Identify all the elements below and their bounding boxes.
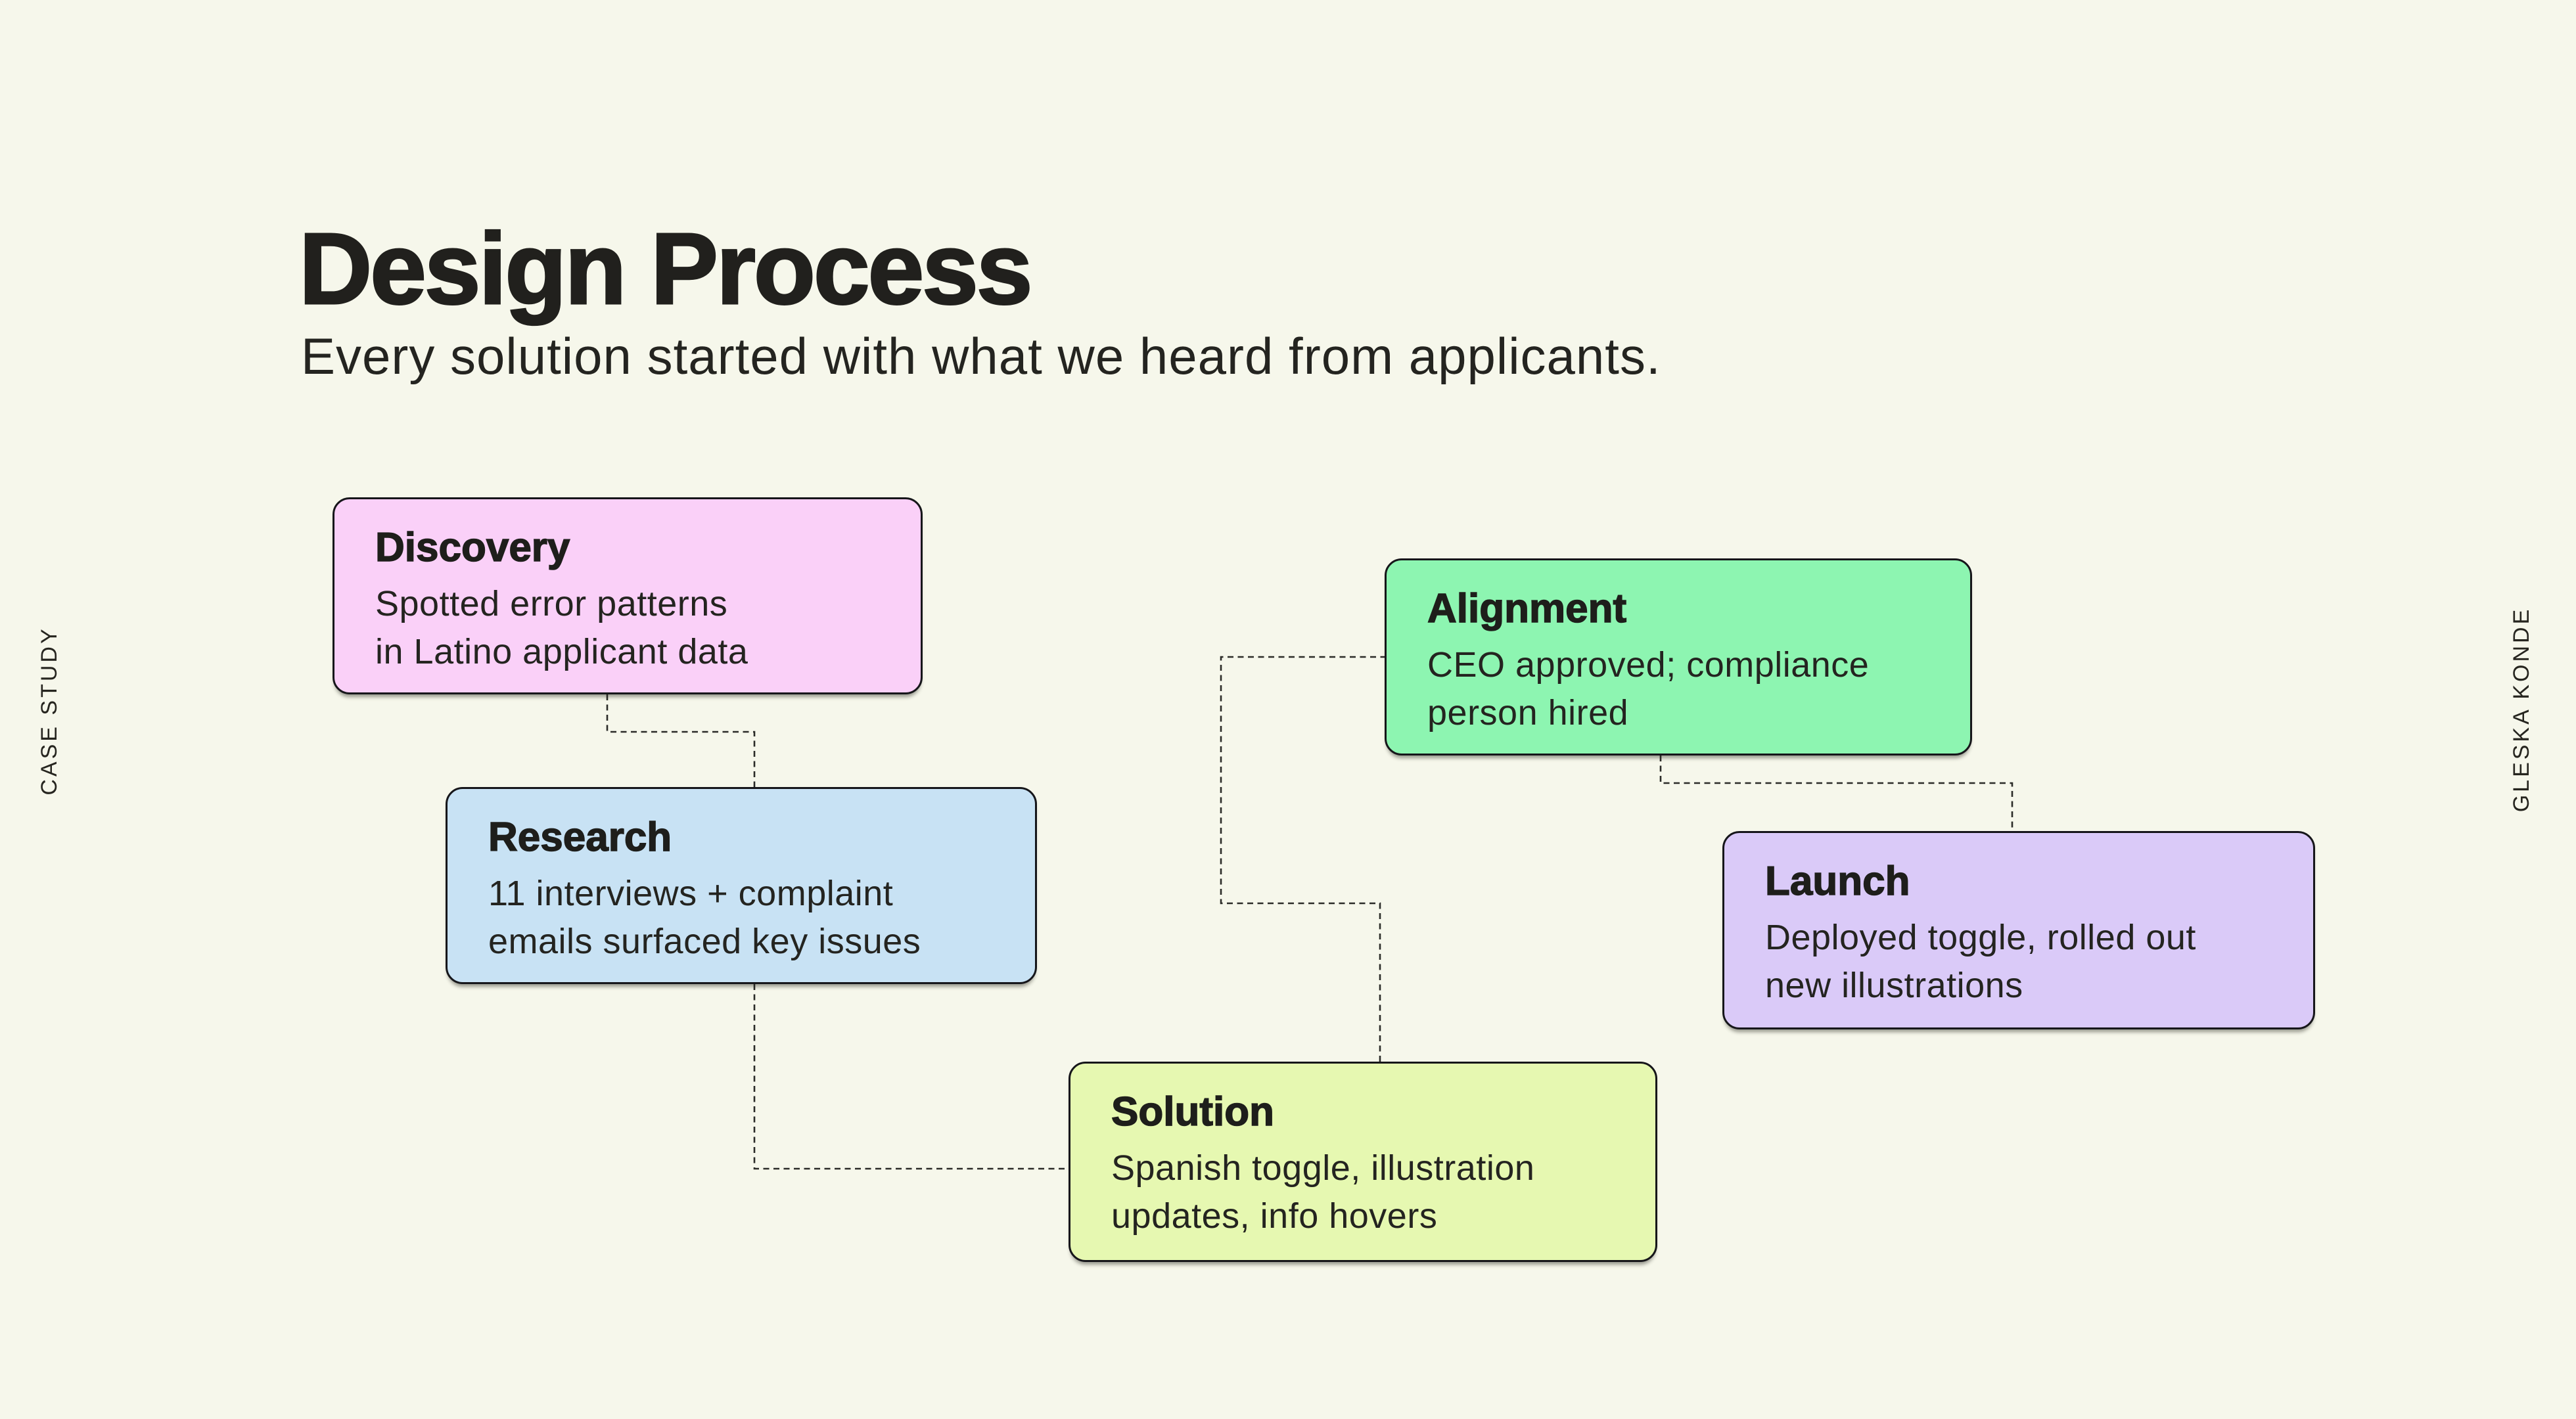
step-title-solution: Solution: [1111, 1089, 1274, 1135]
connector-alignment-to-launch: [1659, 755, 2013, 831]
step-title-launch: Launch: [1764, 858, 1910, 905]
step-card-alignment: Alignment CEO approved; compliance perso…: [1385, 558, 1972, 755]
step-body-launch: Deployed toggle, rolled out new illustra…: [1765, 918, 2196, 1006]
author-side-label: GLESKA KONDE: [2509, 606, 2534, 813]
page-title: Design Process: [298, 212, 1034, 326]
step-card-solution: Solution Spanish toggle, illustration up…: [1069, 1062, 1657, 1262]
step-card-discovery: Discovery Spotted error patterns in Lati…: [333, 497, 923, 694]
step-body-research: 11 interviews + complaint emails surface…: [488, 874, 921, 962]
step-title-alignment: Alignment: [1427, 585, 1627, 632]
step-body-solution: Spanish toggle, illustration updates, in…: [1111, 1148, 1535, 1236]
step-card-launch: Launch Deployed toggle, rolled out new i…: [1722, 831, 2315, 1029]
connector-discovery-to-research: [606, 694, 756, 787]
step-title-research: Research: [488, 814, 672, 861]
page-subtitle: Every solution started with what we hear…: [301, 327, 1661, 385]
connector-solution-to-alignment: [1220, 656, 1385, 1062]
step-body-discovery: Spotted error patterns in Latino applica…: [375, 584, 748, 672]
connector-research-to-solution: [753, 984, 1069, 1170]
case-study-side-label: CASE STUDY: [37, 626, 62, 796]
step-title-discovery: Discovery: [375, 524, 570, 571]
step-card-research: Research 11 interviews + complaint email…: [446, 787, 1037, 984]
step-body-alignment: CEO approved; compliance person hired: [1427, 645, 1870, 733]
